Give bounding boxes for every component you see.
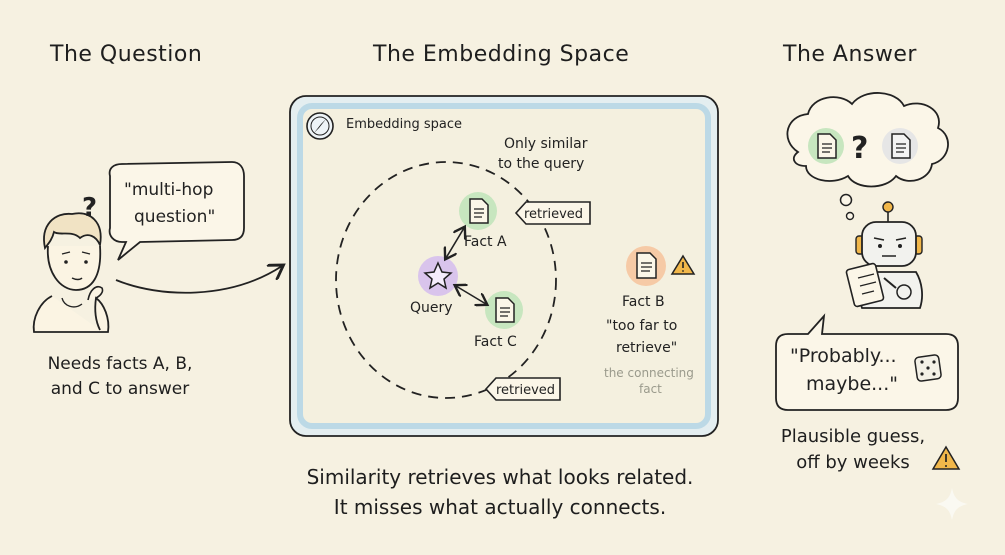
connecting-note-line-1: the connecting	[604, 366, 694, 380]
bottom-caption: Similarity retrieves what looks related.…	[260, 462, 740, 522]
connecting-note-line-2: fact	[639, 382, 662, 396]
question-caption-line-1: Needs facts A, B,	[30, 352, 210, 377]
thinking-person	[34, 213, 109, 332]
answer-caption: Plausible guess, off by weeks	[768, 424, 938, 476]
flow-arrow	[116, 266, 282, 293]
answer-speech-line-2: maybe..."	[806, 373, 898, 395]
thought-document-green-icon	[808, 128, 844, 164]
retrieved-tag-bottom: retrieved	[486, 378, 560, 400]
thought-document-gray-icon	[882, 128, 918, 164]
retrieved-tag-bottom-label: retrieved	[496, 383, 555, 398]
query-label: Query	[410, 300, 453, 316]
robot-thinking	[846, 202, 922, 308]
bottom-caption-line-1: Similarity retrieves what looks related.	[260, 462, 740, 492]
fact-c-document-icon	[485, 291, 523, 329]
question-caption: Needs facts A, B, and C to answer	[30, 352, 210, 402]
fact-b-label: Fact B	[622, 294, 665, 310]
sparkle-icon	[936, 488, 968, 520]
fact-b-note-line-2: retrieve"	[616, 340, 677, 356]
question-caption-line-2: and C to answer	[30, 377, 210, 402]
answer-caption-line-2: off by weeks	[768, 450, 938, 476]
dice-icon	[914, 354, 941, 381]
thought-question-mark: ?	[851, 131, 868, 166]
fact-b-document-icon	[626, 246, 666, 286]
speech-line-2: question"	[134, 207, 215, 227]
retrieved-tag-top-label: retrieved	[524, 207, 583, 222]
embedding-box-label: Embedding space	[346, 117, 462, 132]
retrieved-tag-top: retrieved	[516, 202, 590, 224]
answer-speech-line-1: "Probably...	[790, 345, 897, 367]
question-mark-icon: ?	[82, 193, 97, 223]
bottom-caption-line-2: It misses what actually connects.	[260, 492, 740, 522]
fact-c-label: Fact C	[474, 334, 517, 350]
fact-b-note-line-1: "too far to	[606, 318, 677, 334]
only-similar-line-2: to the query	[498, 156, 584, 172]
query-star-icon	[418, 256, 458, 296]
speech-line-1: "multi-hop	[124, 180, 213, 200]
compass-icon	[307, 113, 333, 139]
fact-a-document-icon	[459, 192, 497, 230]
fact-a-label: Fact A	[464, 234, 507, 250]
answer-caption-line-1: Plausible guess,	[768, 424, 938, 450]
only-similar-line-1: Only similar	[504, 136, 588, 152]
